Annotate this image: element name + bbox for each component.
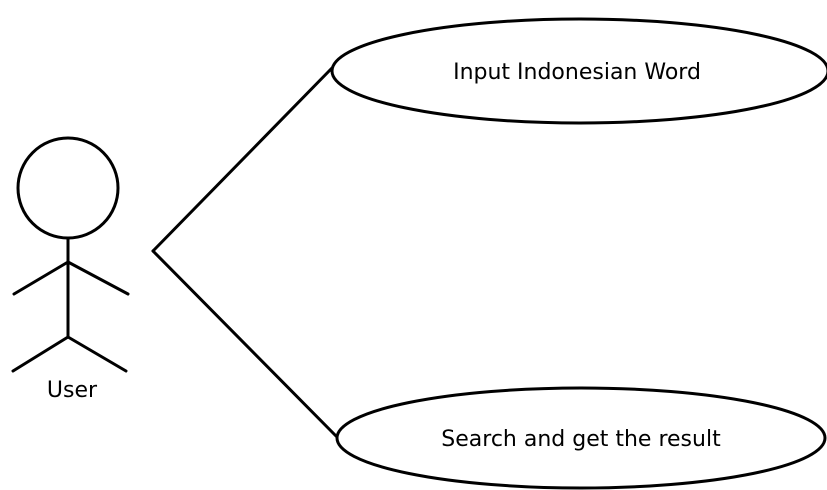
actor-user: User: [11, 136, 130, 403]
actor-arm-right: [66, 260, 130, 296]
actor-leg-right: [66, 335, 128, 373]
use-case-label: Input Indonesian Word: [453, 60, 701, 85]
associations: [151, 66, 340, 440]
actor-leg-left: [11, 335, 70, 373]
use-case-input-word: Input Indonesian Word: [330, 17, 827, 125]
use-case-ellipse: [335, 386, 827, 490]
use-case-label: Search and get the result: [441, 427, 721, 452]
stick-figure-icon: [11, 136, 130, 373]
actor-head: [16, 136, 120, 240]
actor-label: User: [47, 378, 98, 403]
association-user-search-result: [151, 249, 340, 440]
association-user-input-word: [151, 66, 334, 253]
actor-arm-left: [12, 260, 70, 296]
use-case-ellipse: [330, 17, 827, 125]
use-case-search-result: Search and get the result: [335, 386, 827, 490]
